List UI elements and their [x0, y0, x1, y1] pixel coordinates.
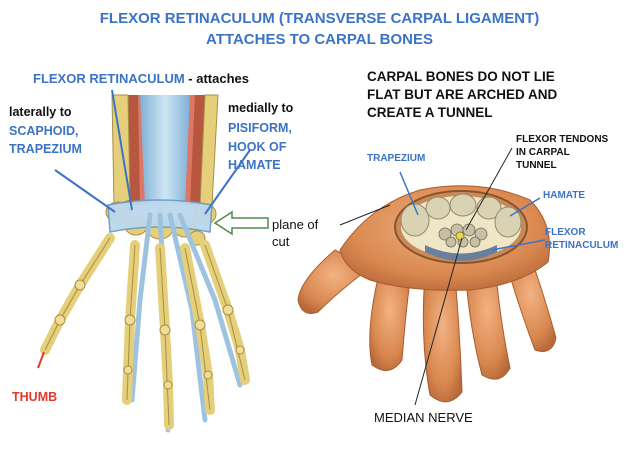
hand-cross-section: [298, 186, 556, 402]
tunnel-heading-line-2: FLAT BUT ARE ARCHED AND: [367, 86, 557, 104]
laterally-to-label: laterally to: [9, 104, 72, 121]
flexor-tendons-line-2: IN CARPAL: [516, 146, 608, 159]
pisiform-label: PISIFORM,: [228, 120, 292, 137]
retinaculum-label: FLEXOR RETINACULUM - attaches: [33, 70, 249, 87]
median-nerve-label: MEDIAN NERVE: [374, 410, 473, 425]
hook-of-label: HOOK OF: [228, 139, 286, 156]
plane-of-cut-arrow: [215, 212, 268, 234]
retinaculum-right-label: FLEXOR RETINACULUM: [545, 226, 618, 252]
flexor-tendons-line-3: TUNNEL: [516, 159, 608, 172]
tunnel-heading-line-3: CREATE A TUNNEL: [367, 104, 557, 122]
flexor-tendons-label: FLEXOR TENDONS IN CARPAL TUNNEL: [516, 133, 608, 172]
trapezium-left-label: TRAPEZIUM: [9, 141, 82, 158]
scaphoid-label: SCAPHOID,: [9, 123, 78, 140]
tunnel-heading: CARPAL BONES DO NOT LIE FLAT BUT ARE ARC…: [367, 68, 557, 122]
tunnel-heading-line-1: CARPAL BONES DO NOT LIE: [367, 68, 557, 86]
plane-line-1: plane of: [272, 216, 318, 233]
medially-to-label: medially to: [228, 100, 293, 117]
retinaculum-label-text: FLEXOR RETINACULUM: [33, 71, 185, 86]
retinaculum-right-line-2: RETINACULUM: [545, 239, 618, 252]
thumb-label: THUMB: [12, 389, 57, 406]
hamate-right-label: HAMATE: [543, 187, 585, 204]
trapezium-right-label: TRAPEZIUM: [367, 150, 425, 167]
flexor-tendons-line-1: FLEXOR TENDONS: [516, 133, 608, 146]
plane-of-cut-label: plane of cut: [272, 216, 318, 250]
retinaculum-right-line-1: FLEXOR: [545, 226, 618, 239]
plane-line-2: cut: [272, 233, 318, 250]
attaches-text: - attaches: [185, 71, 249, 86]
hamate-left-label: HAMATE: [228, 157, 281, 174]
